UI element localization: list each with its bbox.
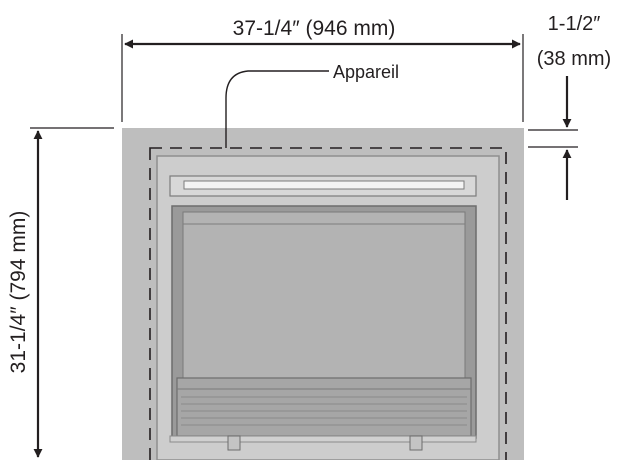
appliance-drawing [122, 128, 524, 460]
screen-panel [182, 211, 466, 379]
offset-dimension: 1-1/2″ (38 mm) [528, 13, 611, 200]
base-feet [169, 435, 477, 451]
appliance-label: Appareil [333, 62, 399, 82]
height-label: 31-1/4″ (794 mm) [7, 211, 30, 374]
top-header-light-slot [183, 180, 465, 190]
appliance-dashed-outline [149, 147, 507, 460]
offset-label-metric: (38 mm) [537, 48, 611, 70]
appliance-callout: Appareil [225, 62, 399, 148]
bottom-louver [176, 377, 472, 437]
offset-label-fraction: 1-1/2″ [548, 13, 601, 35]
height-dimension: 31-1/4″ (794 mm) [7, 127, 114, 458]
width-label: 37-1/4″ (946 mm) [233, 17, 396, 40]
width-dimension: 37-1/4″ (946 mm) [121, 17, 524, 122]
